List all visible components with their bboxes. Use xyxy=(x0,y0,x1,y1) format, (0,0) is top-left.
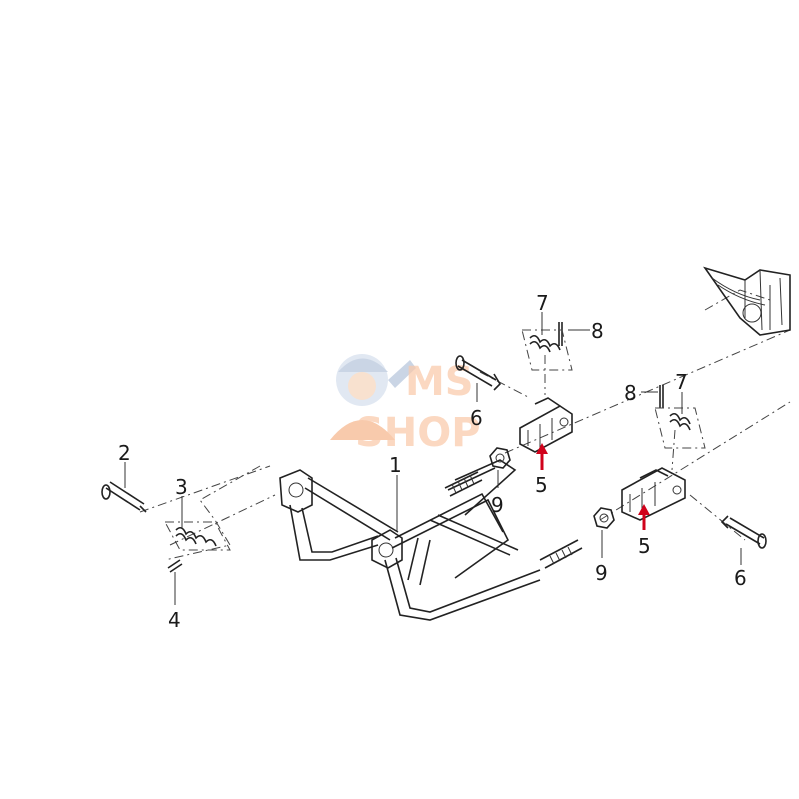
leader-lines xyxy=(124,312,742,605)
part-6-pin-lower xyxy=(720,515,767,549)
part-7-spring-upper xyxy=(529,334,561,353)
watermark-text-shop: SHOP xyxy=(355,410,481,456)
watermark-text-ms: MS xyxy=(405,359,474,405)
part-2-pin xyxy=(101,481,147,513)
part-8-cotter-pin-lower xyxy=(659,385,664,408)
part-9-nut-lower xyxy=(593,507,615,529)
callout-labels: 2 3 4 1 6 7 8 5 9 8 7 5 9 6 xyxy=(118,291,747,632)
red-arrowhead-icon xyxy=(638,504,650,515)
callout-6-lower: 6 xyxy=(734,566,747,590)
part-8-cotter-pin-upper xyxy=(558,322,563,346)
callout-4: 4 xyxy=(168,608,181,632)
part-1-frame xyxy=(279,459,583,621)
callout-9-lower: 9 xyxy=(595,561,608,585)
callout-7-upper: 7 xyxy=(536,291,549,315)
mechanic-mascot-icon xyxy=(330,354,416,440)
callout-2: 2 xyxy=(118,441,131,465)
part-3-spring xyxy=(175,526,217,547)
callout-7-lower: 7 xyxy=(675,370,688,394)
callout-9-upper: 9 xyxy=(491,493,504,517)
part-5-bracket-upper xyxy=(519,397,573,453)
red-arrowhead-icon xyxy=(536,443,548,454)
callout-3: 3 xyxy=(175,475,188,499)
watermark-logo: MS SHOP xyxy=(330,354,481,456)
callout-8-upper: 8 xyxy=(591,319,604,343)
part-9-nut-upper xyxy=(489,447,511,469)
callout-6-upper: 6 xyxy=(470,406,483,430)
part-5-bracket-lower xyxy=(621,467,686,521)
callout-1: 1 xyxy=(389,453,402,477)
part-6-pin-upper xyxy=(455,355,502,391)
part-4-cotter-pin xyxy=(167,559,183,573)
callout-8-lower: 8 xyxy=(624,381,637,405)
threaded-rod-lower xyxy=(539,539,583,569)
callout-5-lower: 5 xyxy=(638,534,651,558)
part-7-spring-lower xyxy=(669,412,691,431)
threaded-rod-upper xyxy=(444,471,483,497)
highlight-arrows xyxy=(536,443,650,530)
tractor-frame-fragment xyxy=(703,266,791,336)
callout-5-upper: 5 xyxy=(535,473,548,497)
